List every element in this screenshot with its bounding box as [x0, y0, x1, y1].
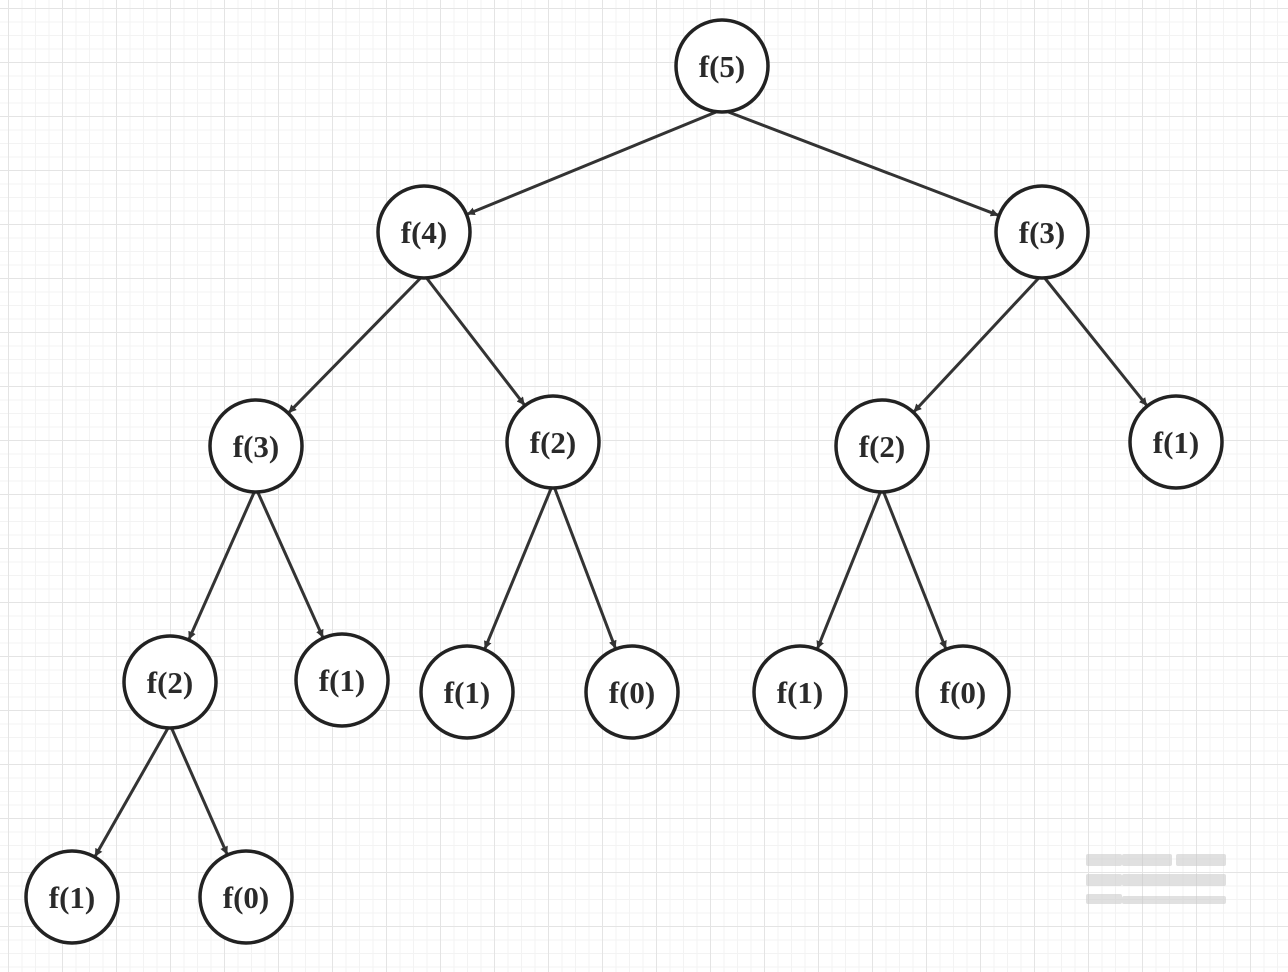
node-circle — [994, 184, 1090, 280]
watermark-logo — [1072, 828, 1262, 918]
node-label: f(4) — [401, 215, 447, 250]
edge-n2-n5 — [912, 276, 1040, 413]
tree-node: f(1) — [294, 632, 390, 728]
node-label: f(1) — [777, 675, 823, 710]
edge-n5-n11 — [816, 491, 882, 650]
node-label: f(2) — [530, 425, 576, 460]
edges-layer — [93, 110, 1148, 857]
tree-node: f(5) — [674, 18, 770, 114]
node-label: f(3) — [233, 429, 279, 464]
node-label: f(1) — [319, 663, 365, 698]
edge-n0-n2 — [727, 110, 999, 217]
edge-n3-n8 — [256, 491, 325, 638]
tree-node: f(1) — [752, 644, 848, 740]
node-label: f(2) — [859, 429, 905, 464]
node-circle — [505, 394, 601, 490]
edge-n7-n14 — [170, 727, 229, 855]
node-circle — [915, 644, 1011, 740]
tree-node: f(1) — [1128, 394, 1224, 490]
node-circle — [376, 184, 472, 280]
edge-n5-n12 — [882, 491, 948, 649]
node-circle — [208, 398, 304, 494]
tree-node: f(2) — [834, 398, 930, 494]
edge-n4-n9 — [483, 487, 553, 650]
node-label: f(1) — [1153, 425, 1199, 460]
edge-n3-n7 — [187, 491, 256, 640]
node-label: f(1) — [49, 880, 95, 915]
tree-node: f(0) — [198, 849, 294, 945]
node-circle — [674, 18, 770, 114]
edge-n1-n4 — [425, 277, 526, 406]
node-circle — [294, 632, 390, 728]
node-label: f(1) — [444, 675, 490, 710]
node-label: f(0) — [223, 880, 269, 915]
node-circle — [122, 634, 218, 730]
edge-n2-n6 — [1043, 277, 1148, 407]
tree-node: f(1) — [419, 644, 515, 740]
nodes-layer: f(5) f(4) f(3) f(3) f(2) f(2) f(1) f(2) f(1) f(1)… — [24, 18, 1224, 945]
node-circle — [834, 398, 930, 494]
tree-node: f(1) — [24, 849, 120, 945]
node-circle — [198, 849, 294, 945]
node-label: f(0) — [609, 675, 655, 710]
tree-node: f(3) — [208, 398, 304, 494]
node-circle — [752, 644, 848, 740]
tree-node: f(3) — [994, 184, 1090, 280]
edge-n1-n3 — [287, 276, 422, 414]
node-label: f(3) — [1019, 215, 1065, 250]
node-circle — [1128, 394, 1224, 490]
tree-node: f(2) — [505, 394, 601, 490]
node-label: f(2) — [147, 665, 193, 700]
node-label: f(5) — [699, 49, 745, 84]
edge-n0-n1 — [466, 110, 717, 216]
tree-node: f(0) — [915, 644, 1011, 740]
tree-node: f(0) — [584, 644, 680, 740]
edge-n7-n13 — [93, 727, 170, 857]
node-label: f(0) — [940, 675, 986, 710]
edge-n4-n10 — [553, 487, 617, 649]
tree-node: f(4) — [376, 184, 472, 280]
node-circle — [584, 644, 680, 740]
node-circle — [24, 849, 120, 945]
node-circle — [419, 644, 515, 740]
tree-node: f(2) — [122, 634, 218, 730]
